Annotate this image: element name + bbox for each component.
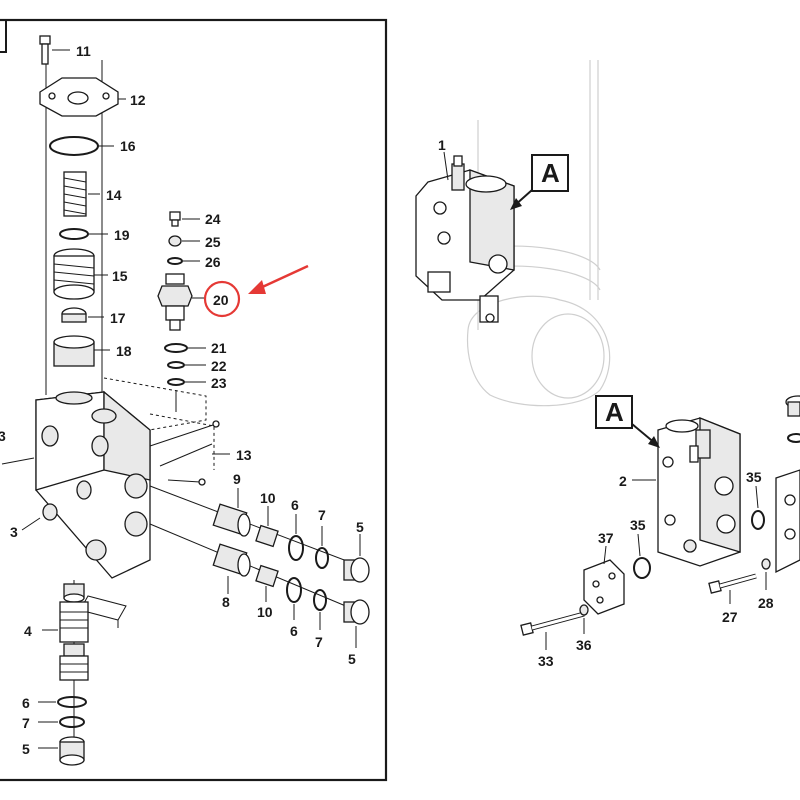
part-27-bolt <box>708 573 757 594</box>
part-6-oring-lower <box>286 577 302 603</box>
part-25-washer <box>168 235 182 247</box>
callout-26: 26 <box>205 254 221 270</box>
callout-11: 11 <box>76 43 91 59</box>
part-24-screw <box>169 211 181 227</box>
part-16-oring <box>49 136 99 156</box>
callout-3-bottom: 3 <box>10 524 18 540</box>
callout-7-bottom: 7 <box>22 715 30 731</box>
part-23-ring <box>167 378 185 386</box>
part-33-bolt <box>520 611 585 636</box>
callout-18: 18 <box>116 343 132 359</box>
part-2-valve-body <box>657 417 741 567</box>
part-12-cover <box>39 77 119 117</box>
callout-9: 9 <box>233 471 241 487</box>
callout-5-lower: 5 <box>348 651 356 667</box>
callout-15: 15 <box>112 268 128 284</box>
view-A-box-top <box>531 154 569 192</box>
part-7-ring-bottom <box>59 716 85 728</box>
callout-20: 20 <box>213 292 229 308</box>
part-18-piston <box>53 335 95 367</box>
callout-36: 36 <box>576 637 592 653</box>
top-right-plug <box>785 395 800 443</box>
callout-A-top: A <box>541 158 560 188</box>
part-6-oring-upper <box>288 535 304 561</box>
callout-17: 17 <box>110 310 126 326</box>
part-15-spring <box>53 248 95 300</box>
callout-8: 8 <box>222 594 230 610</box>
part-19-washer <box>59 228 89 240</box>
callout-28: 28 <box>758 595 774 611</box>
callout-7-lower: 7 <box>315 634 323 650</box>
part-13-bolts <box>149 420 220 486</box>
part-8-spool <box>212 543 251 577</box>
callout-6-bottom: 6 <box>22 695 30 711</box>
part-22-ring <box>167 361 185 369</box>
part-36-washer <box>579 604 589 616</box>
part-35-oring-right <box>751 510 765 530</box>
callout-13: 13 <box>236 447 252 463</box>
callout-4: 4 <box>24 623 32 639</box>
part-7-ring-upper <box>315 547 329 569</box>
part-4-spool <box>59 583 89 681</box>
red-pointer-arrow <box>248 264 309 294</box>
part-5-plug-lower <box>343 599 370 625</box>
callout-6-upper: 6 <box>291 497 299 513</box>
callout-3-top: 3 <box>0 428 6 444</box>
part-7-ring-lower <box>313 589 327 611</box>
part-11-bolt <box>39 35 51 65</box>
callout-21: 21 <box>211 340 227 356</box>
callout-27: 27 <box>722 609 738 625</box>
callout-14: 14 <box>106 187 122 203</box>
callout-37: 37 <box>598 530 614 546</box>
part-6-oring-bottom <box>57 696 87 708</box>
callout-23: 23 <box>211 375 227 391</box>
part-5-plug-bottom <box>59 736 85 766</box>
corner-tab <box>0 19 7 53</box>
callout-2: 2 <box>619 473 627 489</box>
part-35-oring-left <box>633 557 651 579</box>
part-17-seat <box>61 307 87 323</box>
callout-25: 25 <box>205 234 221 250</box>
callout-6-lower: 6 <box>290 623 298 639</box>
part-37-flange <box>583 559 625 615</box>
callout-24: 24 <box>205 211 221 227</box>
callout-10-lower: 10 <box>257 604 273 620</box>
callout-5-upper: 5 <box>356 519 364 535</box>
callout-16: 16 <box>120 138 136 154</box>
callout-1: 1 <box>438 137 446 153</box>
view-A-box-bottom <box>595 395 633 429</box>
valve-body-block <box>35 390 151 579</box>
part-10-spring-lower <box>255 564 279 588</box>
callout-7-upper: 7 <box>318 507 326 523</box>
callout-35-left: 35 <box>630 517 646 533</box>
left-panel-frame <box>0 18 388 782</box>
callout-20-highlight-circle <box>203 280 241 318</box>
callout-33: 33 <box>538 653 554 669</box>
part-26-oring <box>167 257 183 265</box>
part-14-spring <box>63 171 87 217</box>
part-9-spool <box>212 503 251 537</box>
part-5-plug-upper <box>343 557 370 583</box>
callout-19: 19 <box>114 227 130 243</box>
callout-5-bottom: 5 <box>22 741 30 757</box>
part-1-valve-assembly <box>415 155 515 323</box>
part-10-spring-upper <box>255 524 279 548</box>
callout-A-bottom: A <box>605 397 624 427</box>
adjacent-block-right <box>775 469 800 574</box>
part-21-oring <box>164 343 188 353</box>
callout-10-upper: 10 <box>260 490 276 506</box>
callout-35-right: 35 <box>746 469 762 485</box>
callout-12: 12 <box>130 92 146 108</box>
callout-22: 22 <box>211 358 227 374</box>
part-20-sensor <box>157 273 193 331</box>
part-28-washer <box>761 558 771 570</box>
